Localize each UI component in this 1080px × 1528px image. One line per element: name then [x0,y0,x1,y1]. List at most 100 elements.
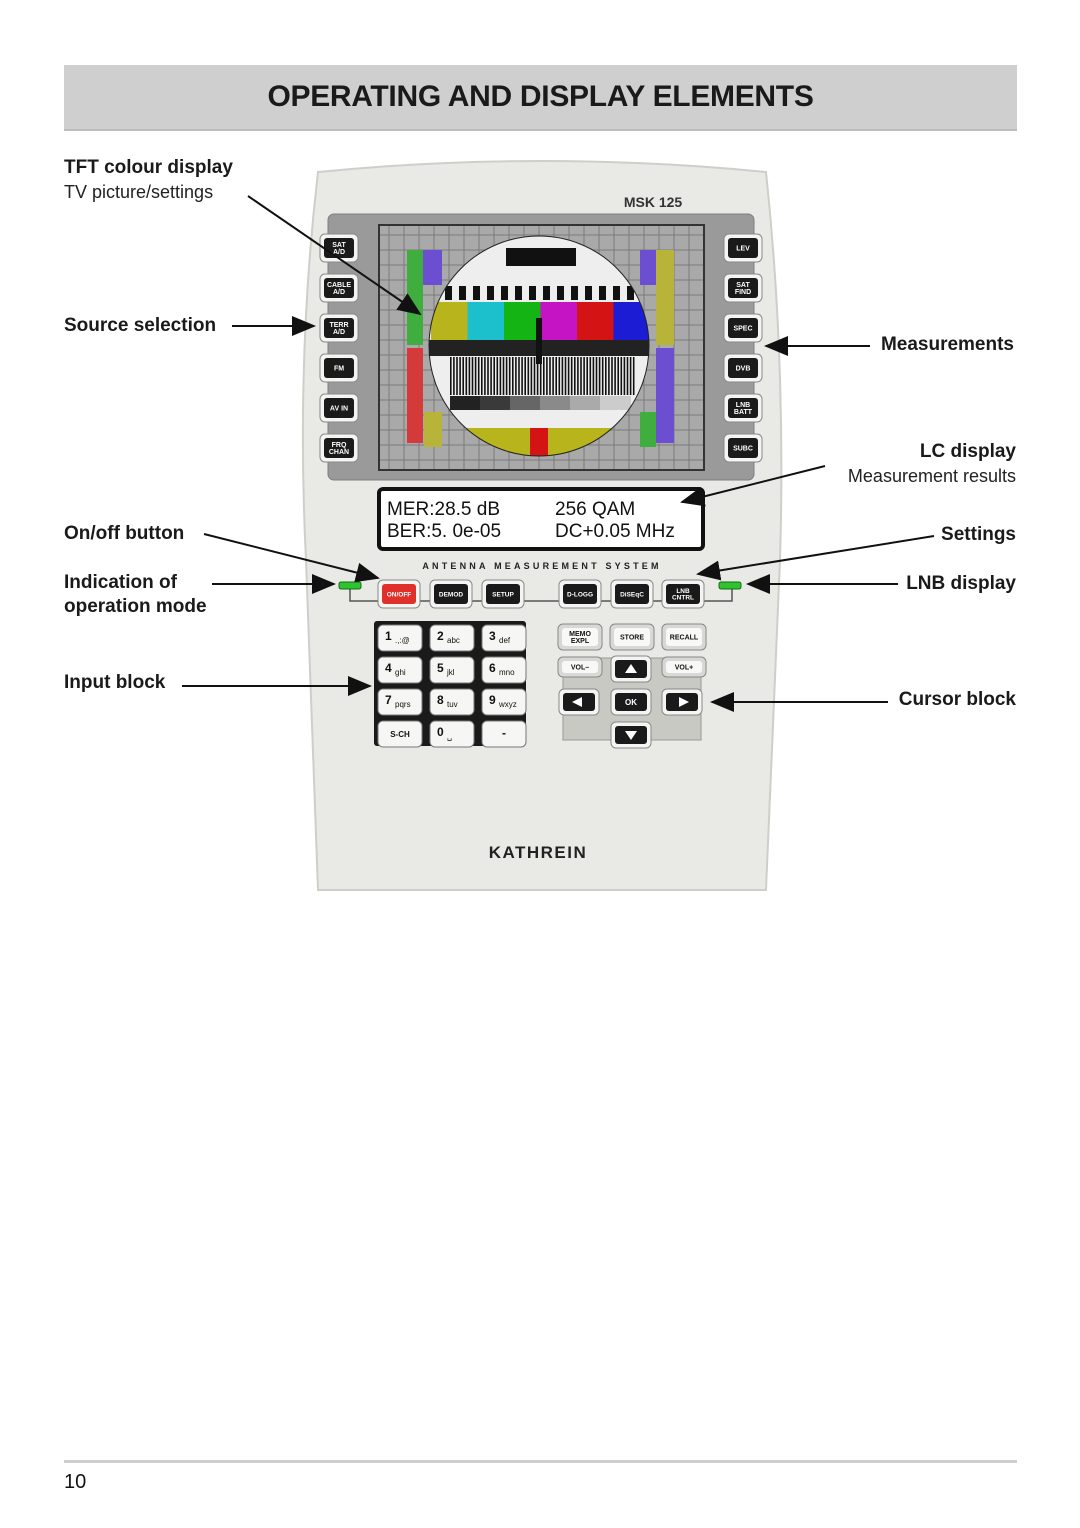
svg-text:SAT: SAT [736,282,750,289]
svg-text:S-CH: S-CH [390,730,410,739]
measurement-key-spec[interactable]: SPEC [723,313,763,343]
svg-text:D-LOGG: D-LOGG [567,591,593,598]
lcd-line1-left: MER:28.5 dB [387,499,500,520]
svg-text:2: 2 [437,629,444,643]
mode-key-setup[interactable]: SETUP [481,579,525,609]
svg-text:SUBC: SUBC [733,446,753,453]
cursor-up-icon[interactable] [610,655,652,683]
svg-text:-: - [502,726,506,740]
numpad-key-1[interactable]: 1.,:@ [377,624,423,652]
vol-minus-key[interactable]: VOL– [557,656,603,678]
cursor-down-icon[interactable] [610,721,652,749]
mode-key-demod[interactable]: DEMOD [429,579,473,609]
source-key-fm[interactable]: FM [319,353,359,383]
svg-text:A/D: A/D [333,249,345,256]
svg-text:ON/OFF: ON/OFF [387,591,412,598]
svg-text:EXPL: EXPL [571,638,590,645]
lcd-line2-right: DC+0.05 MHz [555,521,675,542]
vol-plus-key[interactable]: VOL+ [661,656,707,678]
function-key-store[interactable]: STORE [609,623,655,651]
label-indication-line2: operation mode [64,596,207,617]
ok-button[interactable]: OK [610,688,652,716]
measurement-key-subc[interactable]: SUBC [723,433,763,463]
svg-text:CNTRL: CNTRL [672,595,694,602]
svg-text:9: 9 [489,693,496,707]
footer-divider [64,1460,1017,1463]
label-lnb-display: LNB display [906,573,1016,594]
mode-key-onoff[interactable]: ON/OFF [377,579,421,609]
svg-text:7: 7 [385,693,392,707]
mode-key-d-logg[interactable]: D-LOGG [558,579,602,609]
label-input-block: Input block [64,672,166,693]
measurement-key-dvb[interactable]: DVB [723,353,763,383]
svg-text:tuv: tuv [447,700,458,709]
numpad-key-sch[interactable]: S-CH [377,720,423,748]
cursor-left-icon[interactable] [558,688,600,716]
label-measurement-results: Measurement results [847,466,1016,486]
lcd-display [377,487,705,551]
svg-text:FIND: FIND [735,289,751,296]
svg-text:RECALL: RECALL [670,635,699,642]
page-title: OPERATING AND DISPLAY ELEMENTS [267,80,814,113]
function-key-recall[interactable]: RECALL [661,623,707,651]
svg-text:VOL+: VOL+ [675,665,693,672]
svg-text:1: 1 [385,629,392,643]
numpad-key-0[interactable]: 0␣ [429,720,475,748]
cursor-right-icon[interactable] [661,688,703,716]
label-indication-line1: Indication of [64,572,177,593]
label-tft-colour-display: TFT colour display [64,157,233,178]
led-indicator-right [718,581,742,590]
svg-text:LEV: LEV [736,246,750,253]
lcd-line2-left: BER:5. 0e-05 [387,521,501,542]
svg-text:␣: ␣ [447,732,452,741]
model-label: MSK 125 [624,194,683,210]
label-lc-display: LC display [919,441,1016,462]
mode-key-diseqc[interactable]: DiSEqC [610,579,654,609]
svg-text:ghi: ghi [395,668,406,677]
label-tv-picture-settings: TV picture/settings [64,182,214,202]
svg-text:AV IN: AV IN [330,406,348,413]
svg-text:abc: abc [447,636,460,645]
svg-text:jkl: jkl [446,668,455,677]
svg-text:OK: OK [625,698,637,707]
svg-text:6: 6 [489,661,496,675]
measurement-key-lev[interactable]: LEV [723,233,763,263]
svg-text:FM: FM [334,366,344,373]
svg-text:STORE: STORE [620,635,644,642]
label-source-selection: Source selection [64,315,217,336]
svg-text:5: 5 [437,661,444,675]
source-key-avin[interactable]: AV IN [319,393,359,423]
svg-text:A/D: A/D [333,329,345,336]
svg-text:LNB: LNB [736,402,750,409]
svg-text:SAT: SAT [332,242,346,249]
lcd-line1-right: 256 QAM [555,499,635,520]
svg-text:SPEC: SPEC [733,326,752,333]
label-on-off-button: On/off button [64,523,185,544]
label-cursor-block: Cursor block [898,689,1016,710]
numpad-key-[interactable]: - [481,720,527,748]
svg-text:pqrs: pqrs [395,700,411,709]
svg-text:3: 3 [489,629,496,643]
title-bar: OPERATING AND DISPLAY ELEMENTS [64,65,1017,131]
svg-text:4: 4 [385,661,392,675]
svg-text:.,:@: .,:@ [395,636,410,645]
